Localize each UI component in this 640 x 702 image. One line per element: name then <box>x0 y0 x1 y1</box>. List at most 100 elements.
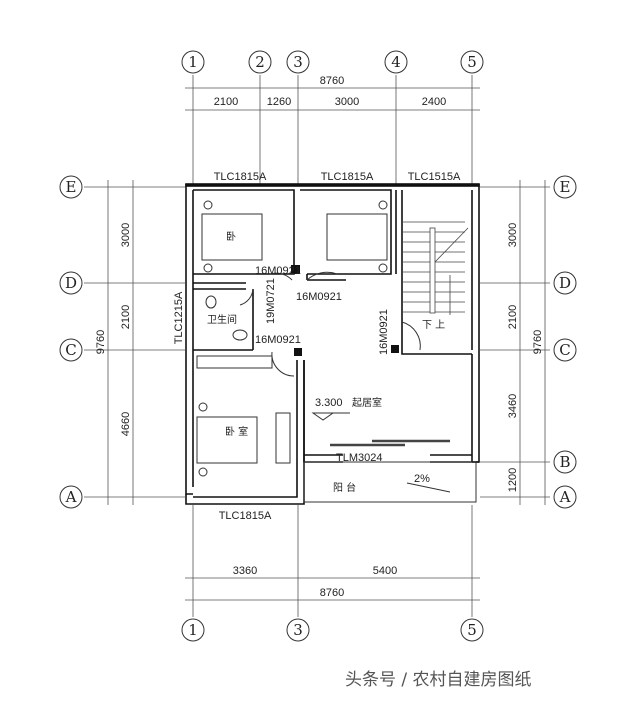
svg-text:E: E <box>560 178 571 196</box>
axis-marker-right-A: A <box>553 485 577 509</box>
svg-text:B: B <box>559 453 570 471</box>
balcony-outline <box>303 461 477 503</box>
door-label: 16M0921 <box>255 334 301 346</box>
axis-markers: 1 2 3 4 5 1 3 5 E D C A E D C B A <box>59 50 577 642</box>
dim-top-seg: 2100 <box>214 96 238 108</box>
sink-icon <box>232 329 248 341</box>
svg-text:D: D <box>65 274 77 292</box>
window-label: TLC1515A <box>408 171 461 183</box>
dim-bottom-seg: 5400 <box>373 565 397 577</box>
door-label: 16M0921 <box>296 291 342 303</box>
svg-text:5: 5 <box>467 53 477 71</box>
window-label: TLC1815A <box>321 171 374 183</box>
toilet-icon <box>205 295 217 309</box>
axis-marker-left-D: D <box>59 271 83 295</box>
svg-text:A: A <box>65 488 77 506</box>
window-label: TLC1815A <box>214 171 267 183</box>
dim-right-seg: 1200 <box>507 468 519 492</box>
dim-left-seg: 2100 <box>120 305 132 329</box>
svg-text:1: 1 <box>188 621 198 639</box>
door-label: 19M0721 <box>265 278 277 324</box>
stairs-label: 下 上 <box>422 319 445 331</box>
lamp-icon <box>378 200 388 210</box>
bed-icon <box>201 213 263 261</box>
tv-cabinet-icon <box>275 412 291 464</box>
svg-text:3: 3 <box>293 621 303 639</box>
slope-label: 2% <box>414 473 430 485</box>
dim-left-total: 9760 <box>95 330 107 354</box>
dim-left-seg: 3000 <box>120 223 132 247</box>
bed-icon <box>196 416 258 464</box>
door-label: 16M0921 <box>255 265 301 277</box>
dim-top-total: 8760 <box>320 75 344 87</box>
bedroom-label: 卧 室 <box>225 425 248 438</box>
axis-marker-left-E: E <box>59 175 83 199</box>
lamp-icon <box>378 263 388 273</box>
svg-text:A: A <box>559 488 571 506</box>
svg-text:3: 3 <box>293 53 303 71</box>
svg-text:E: E <box>66 178 77 196</box>
axis-marker-right-E: E <box>553 175 577 199</box>
column <box>391 345 399 353</box>
axis-marker-top-1: 1 <box>181 50 205 74</box>
axis-marker-bottom-1: 1 <box>181 618 205 642</box>
dimension-labels: 8760 2100 1260 3000 2400 3360 5400 8760 … <box>95 75 544 599</box>
grid-lines <box>84 75 550 617</box>
bathroom-label: 卫生间 <box>207 313 237 326</box>
lamp-icon <box>198 467 208 477</box>
axis-marker-bottom-5: 5 <box>460 618 484 642</box>
door-swing <box>271 351 295 377</box>
door-swing <box>401 321 421 351</box>
elevation-label: 3.300 <box>315 397 343 409</box>
axis-marker-right-D: D <box>553 271 577 295</box>
window-label: TLC1215A <box>173 291 185 344</box>
axis-marker-top-5: 5 <box>460 50 484 74</box>
lamp-icon <box>198 402 208 412</box>
dim-bottom-seg: 3360 <box>233 565 257 577</box>
axis-marker-right-C: C <box>553 338 577 362</box>
axis-marker-top-4: 4 <box>384 50 408 74</box>
dim-top-seg: 2400 <box>422 96 446 108</box>
door-label: 16M0921 <box>378 309 390 355</box>
bed-icon <box>326 213 388 261</box>
svg-text:4: 4 <box>391 53 401 71</box>
dim-top-seg: 3000 <box>335 96 359 108</box>
door-swing <box>306 271 338 281</box>
dim-top-seg: 1260 <box>267 96 291 108</box>
elevation-marker <box>311 412 350 421</box>
axis-marker-left-C: C <box>59 338 83 362</box>
wardrobe-icon <box>196 355 273 369</box>
dim-bottom-total: 8760 <box>320 587 344 599</box>
svg-text:1: 1 <box>188 53 198 71</box>
column <box>291 265 300 274</box>
window-label: TLC1815A <box>219 510 272 522</box>
axis-marker-top-2: 2 <box>248 50 272 74</box>
door-swing <box>239 288 254 306</box>
dim-right-seg: 3000 <box>507 223 519 247</box>
axis-marker-top-3: 3 <box>286 50 310 74</box>
svg-text:C: C <box>65 341 76 359</box>
slope-arrow <box>406 482 451 493</box>
staircase <box>402 221 469 315</box>
dim-right-seg: 2100 <box>507 305 519 329</box>
axis-marker-right-B: B <box>553 450 577 474</box>
svg-text:D: D <box>559 274 571 292</box>
living-room-label: 起居室 <box>352 396 382 409</box>
axis-marker-bottom-3: 3 <box>286 618 310 642</box>
svg-text:5: 5 <box>467 621 477 639</box>
dim-left-seg: 4660 <box>120 412 132 436</box>
dim-right-seg: 3460 <box>507 394 519 418</box>
dim-right-total: 9760 <box>532 330 544 354</box>
lamp-icon <box>203 263 213 273</box>
column <box>294 348 302 356</box>
svg-text:C: C <box>559 341 570 359</box>
sliding-door-label: TLM3024 <box>336 452 382 464</box>
watermark: 头条号 / 农村自建房图纸 <box>345 670 532 690</box>
bedroom-label: 卧 <box>226 230 236 243</box>
axis-marker-left-A: A <box>59 485 83 509</box>
lamp-icon <box>203 200 213 210</box>
svg-text:2: 2 <box>255 53 265 71</box>
balcony-label: 阳 台 <box>333 481 356 494</box>
door-swing <box>269 272 293 281</box>
